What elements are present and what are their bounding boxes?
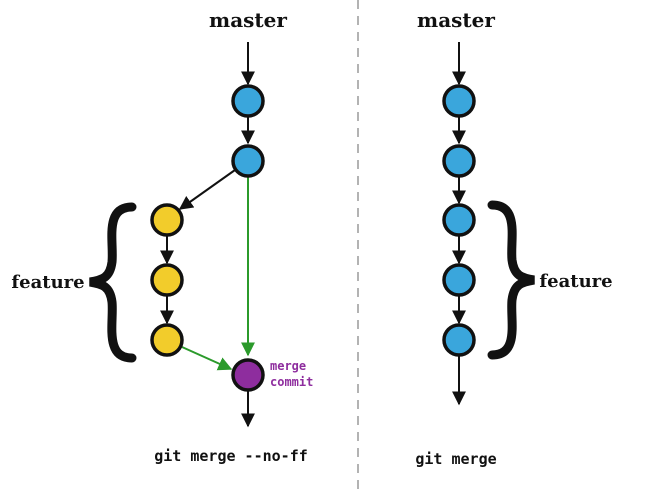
left-feature-commit-1 bbox=[150, 203, 184, 237]
right-feature-brace bbox=[487, 200, 535, 360]
left-command: git merge --no-ff bbox=[154, 447, 308, 465]
left-merge-commit bbox=[231, 358, 265, 392]
left-feature-commit-2 bbox=[150, 263, 184, 297]
left-master-commit-2 bbox=[231, 144, 265, 178]
left-feature-label: feature bbox=[11, 272, 84, 293]
right-commit-5 bbox=[442, 323, 476, 357]
left-nodes bbox=[150, 84, 265, 392]
left-feature-to-merge-arrow bbox=[181, 346, 233, 371]
left-master-commit-1 bbox=[231, 84, 265, 118]
right-commit-3 bbox=[442, 203, 476, 237]
right-master-title: master bbox=[417, 8, 495, 32]
right-nodes bbox=[442, 84, 476, 357]
merge-label-line2: commit bbox=[270, 375, 313, 389]
right-commit-2 bbox=[442, 144, 476, 178]
right-command: git merge bbox=[415, 450, 496, 468]
left-branch-arrow bbox=[178, 169, 236, 210]
left-master-title: master bbox=[209, 8, 287, 32]
right-feature-label: feature bbox=[539, 271, 612, 292]
left-feature-brace bbox=[89, 202, 137, 363]
merge-label-line1: merge bbox=[270, 359, 306, 373]
left-edges bbox=[160, 42, 255, 428]
left-feature-commit-3 bbox=[150, 323, 184, 357]
right-commit-4 bbox=[442, 263, 476, 297]
right-commit-1 bbox=[442, 84, 476, 118]
